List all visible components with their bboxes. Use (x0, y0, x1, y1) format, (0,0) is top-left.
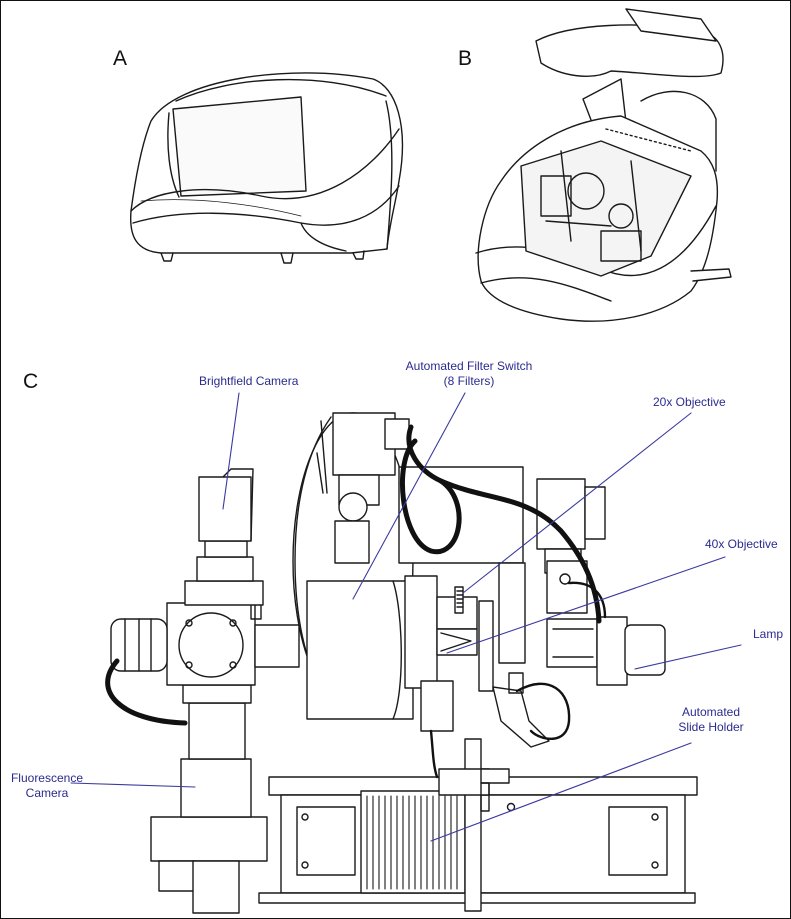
panel-label-b: B (458, 47, 473, 70)
label-brightfield-camera: Brightfield Camera (199, 374, 298, 389)
label-slide-holder-line2: Slide Holder (678, 720, 744, 734)
instrument-closed-drawing (129, 72, 404, 264)
slide-rack-slots (366, 795, 458, 890)
label-fluorescence-camera-line2: Camera (25, 786, 69, 800)
label-slide-holder-line1: Automated (681, 705, 741, 719)
label-lamp-text: Lamp (753, 627, 784, 641)
label-20x-objective-text: 20x Objective (653, 395, 726, 409)
label-40x-objective: 40x Objective (705, 537, 778, 552)
label-fluorescence-camera: Fluorescence Camera (5, 771, 89, 801)
label-fluorescence-camera-line1: Fluorescence (10, 771, 84, 785)
label-filter-switch-line2: (8 Filters) (443, 374, 495, 388)
label-filter-switch-line1: Automated Filter Switch (405, 359, 533, 373)
leader-lines (70, 392, 742, 842)
label-slide-holder: Automated Slide Holder (663, 705, 759, 735)
label-lamp: Lamp (753, 627, 783, 642)
label-40x-objective-text: 40x Objective (705, 537, 778, 551)
label-20x-objective: 20x Objective (653, 395, 726, 410)
panel-label-c: C (23, 370, 39, 393)
label-filter-switch: Automated Filter Switch (8 Filters) (399, 359, 539, 389)
cables (105, 424, 602, 726)
panel-label-a: A (113, 47, 128, 70)
instrument-open-drawing (475, 8, 732, 322)
optical-assembly-drawing (105, 412, 698, 914)
label-brightfield-camera-text: Brightfield Camera (199, 374, 299, 388)
